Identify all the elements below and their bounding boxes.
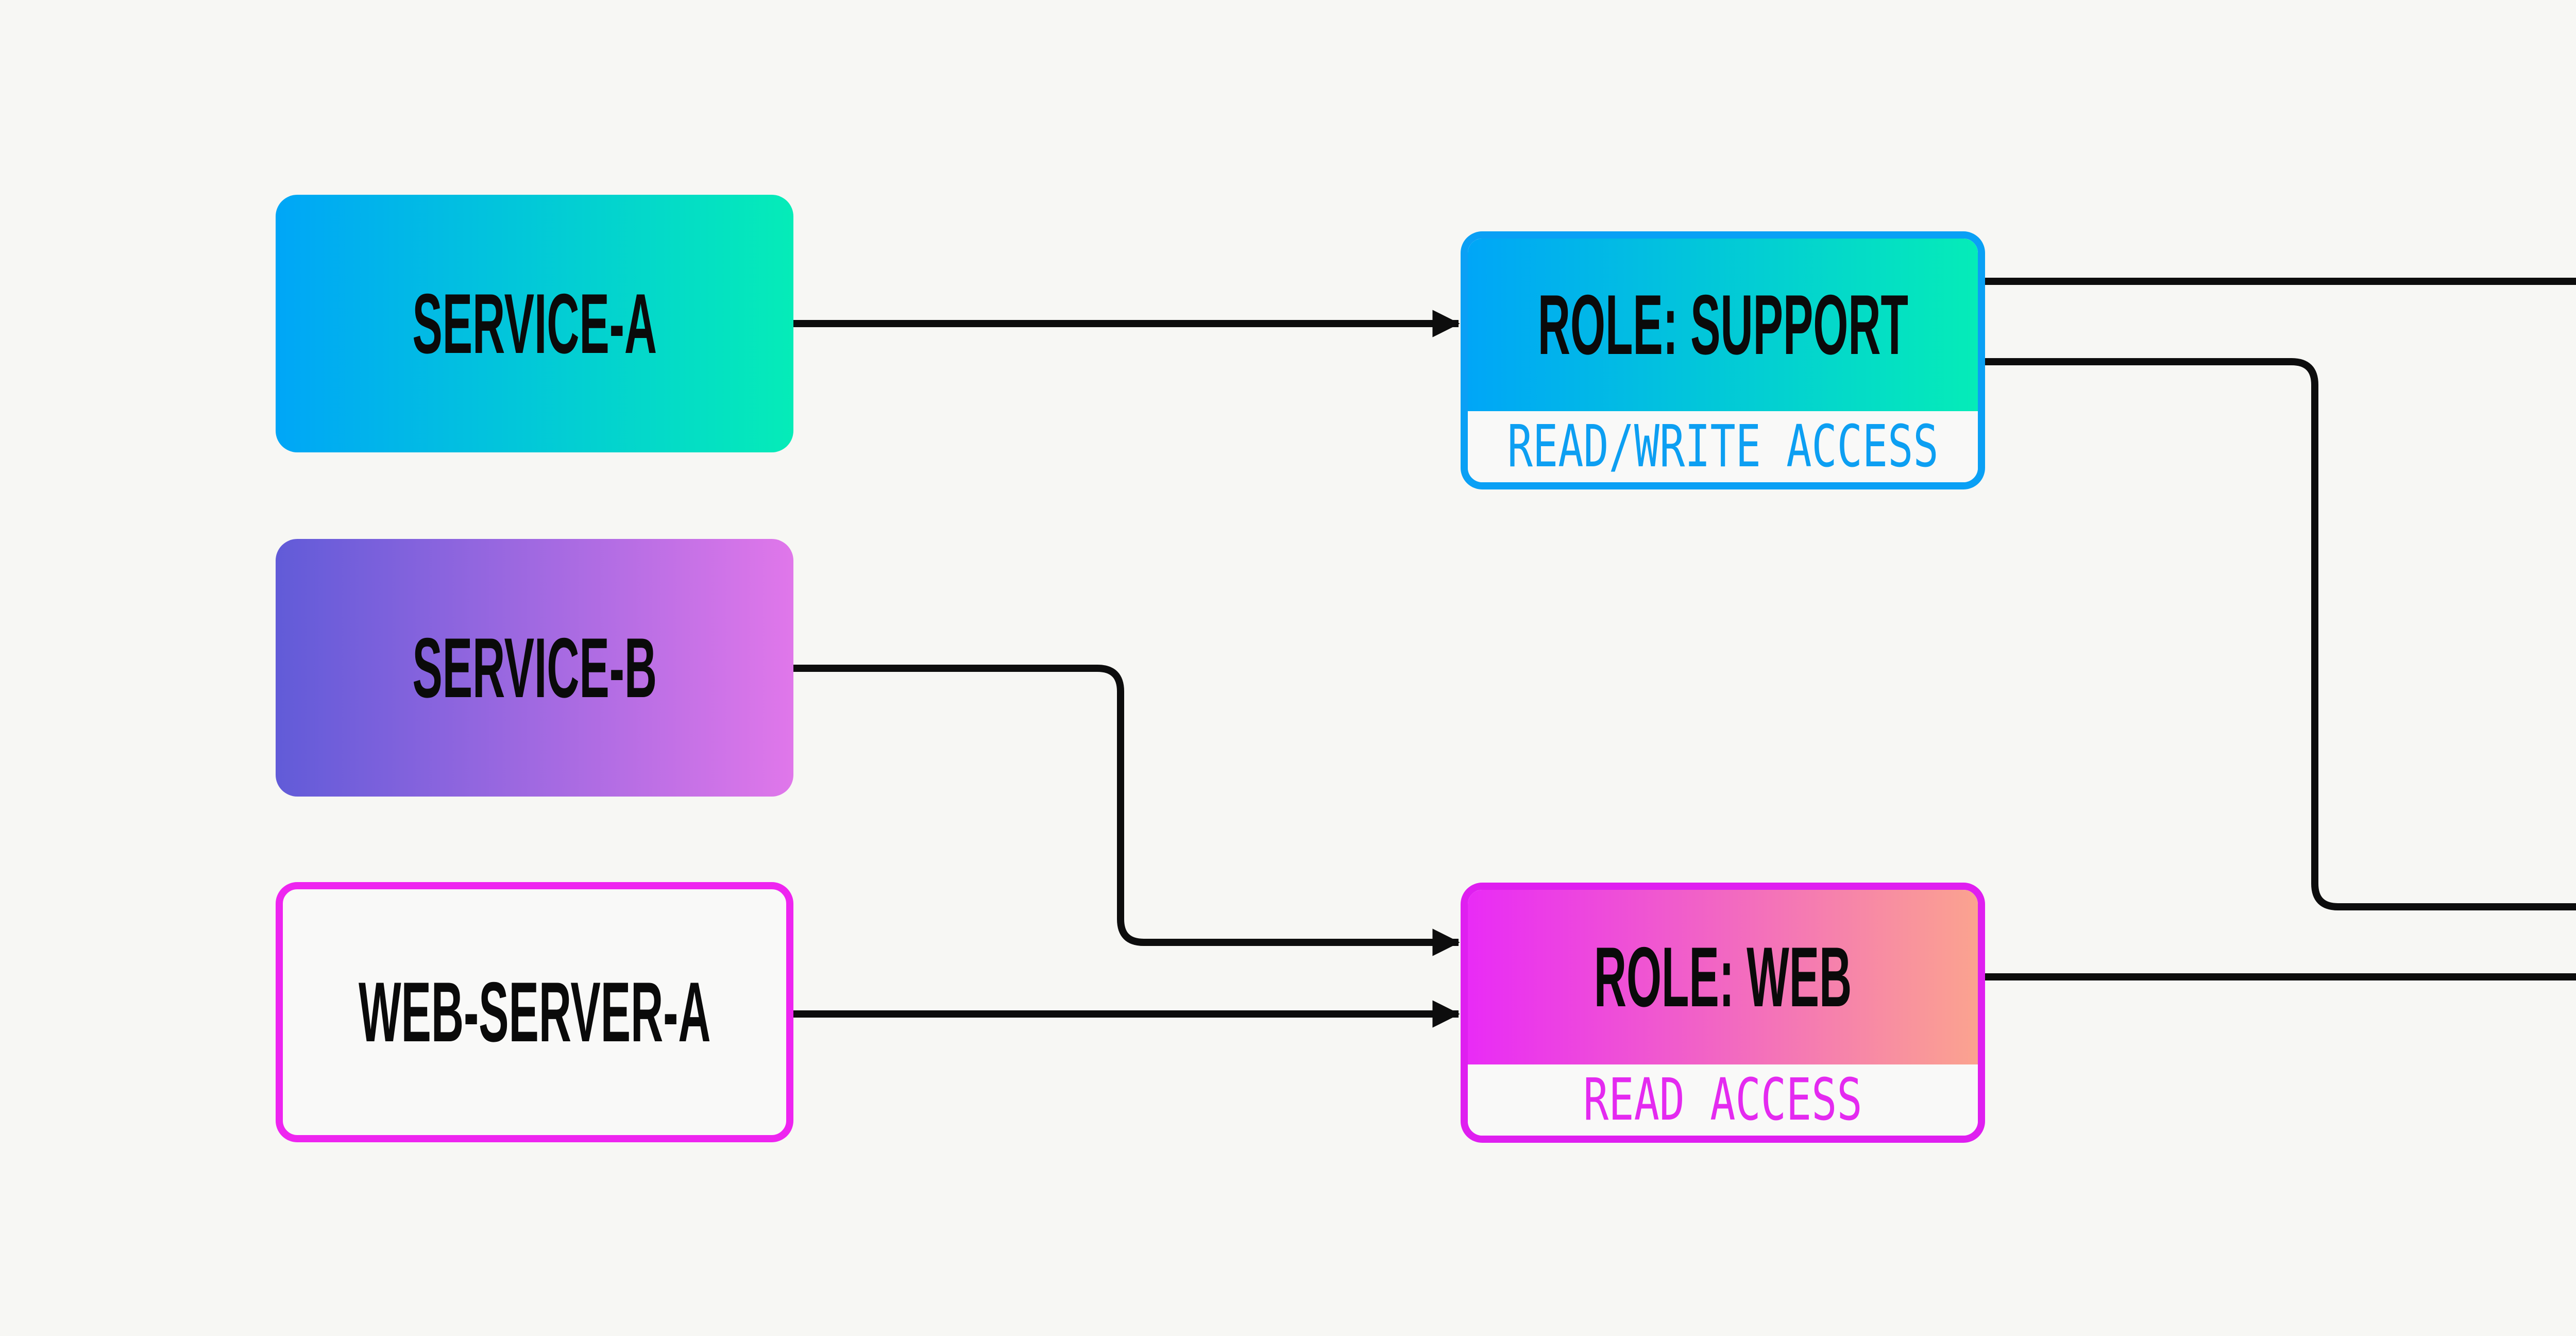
edge-service-b-to-role-web bbox=[793, 665, 1460, 956]
node-label: ROLE: SUPPORT bbox=[1537, 277, 1908, 372]
edge-role-support-to-storage-bucket-a bbox=[1985, 358, 2576, 910]
access-badge-label: READ ACCESS bbox=[1583, 1067, 1862, 1134]
node-role-web: ROLE: WEB READ ACCESS bbox=[1461, 883, 1985, 1143]
role-header: ROLE: SUPPORT bbox=[1468, 239, 1978, 411]
node-service-a: SERVICE-A bbox=[276, 195, 793, 452]
node-role-support: ROLE: SUPPORT READ/WRITE ACCESS bbox=[1461, 231, 1985, 489]
role-access-badge: READ/WRITE ACCESS bbox=[1468, 411, 1978, 482]
node-web-server-a: WEB-SERVER-A bbox=[276, 882, 793, 1142]
role-access-badge: READ ACCESS bbox=[1468, 1064, 1978, 1136]
node-label: ROLE: WEB bbox=[1594, 929, 1852, 1024]
access-badge-label: READ/WRITE ACCESS bbox=[1507, 413, 1939, 480]
role-header: ROLE: WEB bbox=[1468, 890, 1978, 1064]
node-label: WEB-SERVER-A bbox=[358, 965, 711, 1059]
node-label: SERVICE-A bbox=[412, 276, 657, 371]
node-service-b: SERVICE-B bbox=[276, 539, 793, 797]
node-label: SERVICE-B bbox=[412, 620, 657, 715]
